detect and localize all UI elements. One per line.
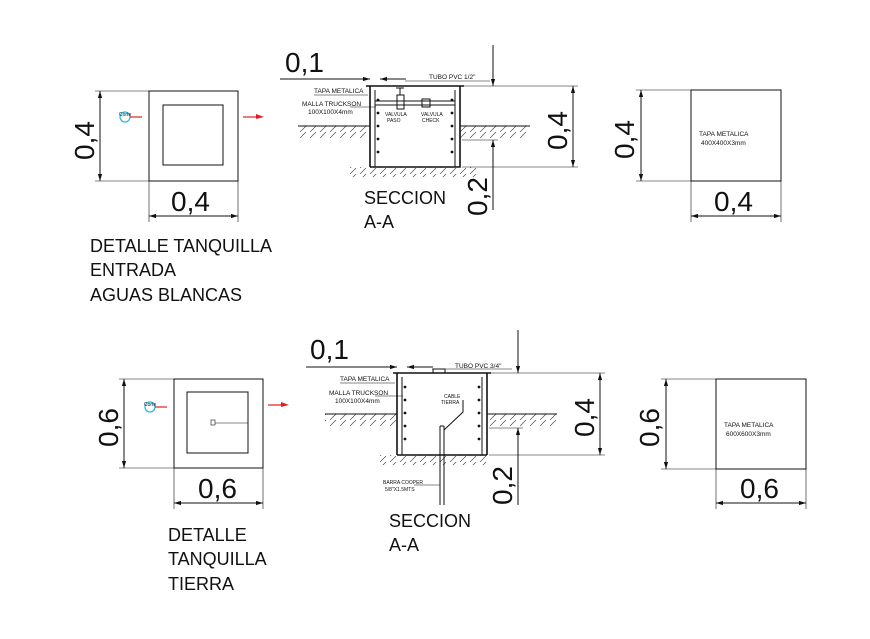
valve-1-label-b: PASO <box>387 118 401 124</box>
top-section-dim-bottom: 0,2 <box>462 177 493 216</box>
top-cover-height-label: 0,4 <box>609 120 640 159</box>
bottom-plan-width-label: 0,6 <box>198 473 237 504</box>
top-cover-rect <box>690 89 782 182</box>
section-arrow-icon <box>281 402 289 407</box>
top-pipe-label: TUBO PVC 1/2" <box>429 74 476 81</box>
top-section-title-1: SECCION <box>364 188 446 208</box>
bottom-plan-view: 0,6 0,6 Corte <box>93 378 289 509</box>
cable-label-2: TIERRA <box>441 400 460 406</box>
bottom-section-dim-right: 0,4 <box>569 398 600 437</box>
top-caption-line-1: DETALLE TANQUILLA <box>90 236 272 256</box>
valve-icon <box>396 94 405 110</box>
top-plan-height-label: 0,4 <box>69 121 100 160</box>
top-caption: DETALLE TANQUILLA ENTRADA AGUAS BLANCAS <box>90 236 272 305</box>
bottom-section-view: CABLE TIERRA TUBO PVC 3/4" TAPA METALICA… <box>306 330 605 555</box>
top-plan-width-label: 0,4 <box>171 186 210 217</box>
top-cover-text-2: 400X400X3mm <box>701 140 746 147</box>
valve-2-label-b: CHECK <box>422 118 440 124</box>
valve-2-label-a: VALVULA <box>421 112 443 118</box>
bottom-section-title-2: A-A <box>389 535 419 555</box>
bottom-mesh-label-1: MALLA TRUCKSON <box>329 390 388 397</box>
bar-label-2: 5/8"X1.5MTS <box>385 487 415 493</box>
top-cover-label: TAPA METALICA <box>314 88 364 95</box>
top-plan-view: 0,4 0,4 Corte <box>69 90 264 222</box>
top-cover-text-1: TAPA METALICA <box>699 131 749 138</box>
bottom-cover-height-label: 0,6 <box>634 408 665 447</box>
bottom-cover-width-label: 0,6 <box>740 473 779 504</box>
bottom-cover-rect <box>715 378 807 470</box>
top-section-view: VALVULA PASO VALVULA CHECK TUBO PVC 1/2"… <box>280 45 578 232</box>
bottom-pipe-label: TUBO PVC 3/4" <box>455 363 502 370</box>
bottom-caption-line-1: DETALLE <box>168 525 247 545</box>
section-arrow-icon <box>256 114 264 119</box>
bottom-section-title-1: SECCION <box>389 511 471 531</box>
cable-label-1: CABLE <box>444 394 461 400</box>
top-mesh-label-2: 100X100X4mm <box>308 109 353 116</box>
bottom-section-dim-top: 0,1 <box>310 334 349 365</box>
bottom-plan-outer <box>173 378 264 469</box>
bottom-caption-line-3: TIERRA <box>168 574 234 594</box>
ground-cable <box>443 400 464 431</box>
bottom-cover-view: TAPA METALICA 600X600X3mm 0,6 0,6 <box>634 378 807 509</box>
top-caption-line-2: ENTRADA <box>90 260 176 280</box>
bottom-mesh-label-2: 100X100X4mm <box>335 398 380 405</box>
bottom-section-dim-bottom: 0,2 <box>487 466 518 505</box>
top-cover-view: TAPA METALICA 400X400X3mm 0,4 0,4 <box>609 89 782 222</box>
top-caption-line-3: AGUAS BLANCAS <box>90 285 242 305</box>
top-plan-inner <box>162 104 224 166</box>
bottom-plan-inner <box>186 391 249 454</box>
bottom-plan-height-label: 0,6 <box>93 408 124 447</box>
check-valve-icon <box>421 98 431 108</box>
bottom-cover-text-1: TAPA METALICA <box>724 422 774 429</box>
top-cover-width-label: 0,4 <box>714 186 753 217</box>
top-section-dim-top: 0,1 <box>285 47 324 78</box>
top-plan-outer <box>148 90 239 182</box>
top-section-title-2: A-A <box>364 212 394 232</box>
top-section-dim-right: 0,4 <box>542 111 573 150</box>
bottom-plan-marker-text: Corte <box>144 402 156 408</box>
bottom-caption: DETALLE TANQUILLA TIERRA <box>168 525 267 594</box>
bottom-cover-text-2: 600X600X3mm <box>726 431 771 438</box>
valve-1-label-a: VALVULA <box>385 112 407 118</box>
bar-label-1: BARRA COOPER <box>383 480 423 486</box>
bottom-cover-label: TAPA METALICA <box>340 376 390 383</box>
top-mesh-label-1: MALLA TRUCKSON <box>302 101 361 108</box>
top-plan-marker-text: Corte <box>119 112 131 118</box>
bottom-caption-line-2: TANQUILLA <box>168 549 267 569</box>
